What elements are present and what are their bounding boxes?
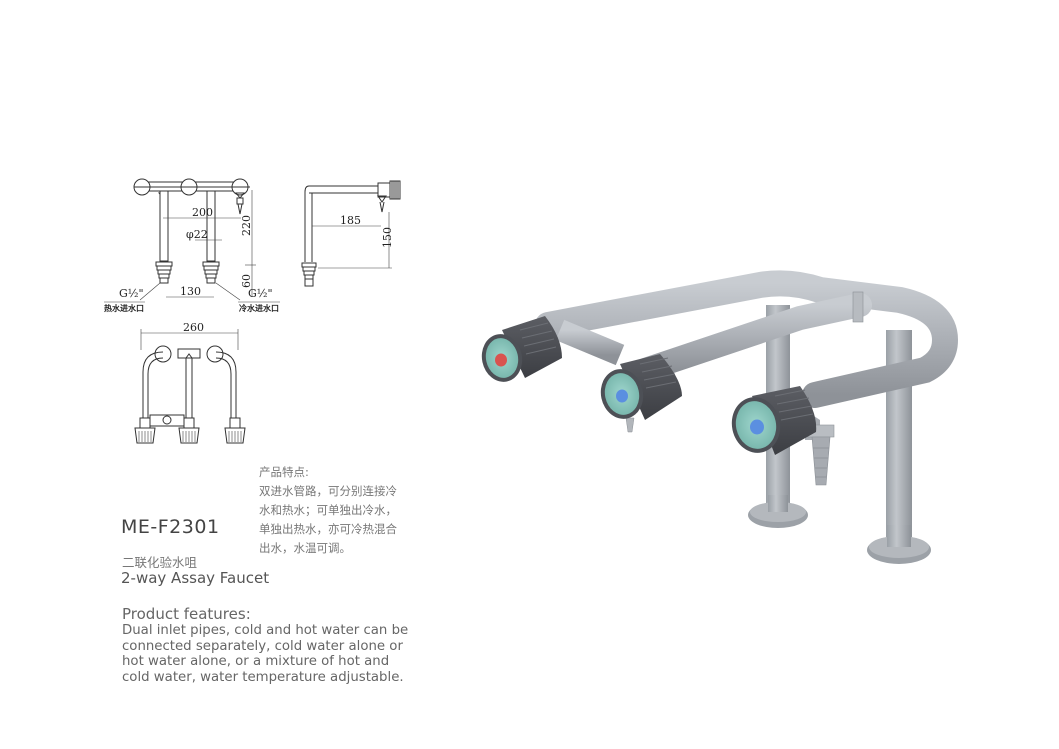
top-view: 260 (134, 321, 246, 444)
features-cn: 产品特点: 双进水管路，可分别连接冷 水和热水；可单独出冷水， 单独出热水，亦可… (259, 463, 439, 558)
features-en-line: Dual inlet pipes, cold and hot water can… (122, 623, 409, 638)
svg-text:130: 130 (180, 285, 201, 298)
hose-nozzle (807, 424, 835, 486)
product-name-cn: 二联化验水咀 (122, 555, 198, 570)
features-en-line: connected separately, cold water alone o… (122, 638, 403, 654)
svg-text:60: 60 (240, 274, 253, 288)
product-name-en: 2-way Assay Faucet (121, 569, 270, 587)
features-cn-line: 出水，水温可调。 (259, 541, 351, 555)
hot-indicator-icon (495, 353, 507, 367)
svg-text:150: 150 (381, 227, 394, 248)
cold-indicator-icon (616, 389, 628, 403)
front-view: 200 φ22 220 60 130 G½" G½" 热水进水口 冷水进水口 (104, 178, 280, 313)
small-nozzle (625, 417, 635, 433)
svg-text:冷水进水口: 冷水进水口 (239, 303, 279, 313)
svg-text:φ22: φ22 (186, 228, 208, 241)
model-number: ME-F2301 (121, 516, 220, 538)
side-view: 185 150 (301, 180, 401, 287)
svg-text:200: 200 (192, 206, 213, 219)
svg-text:热水进水口: 热水进水口 (104, 303, 144, 313)
svg-text:185: 185 (340, 214, 361, 227)
svg-text:220: 220 (240, 215, 253, 236)
features-en-line: cold water, water temperature adjustable… (122, 669, 404, 685)
features-en: Product features: Dual inlet pipes, cold… (122, 606, 442, 685)
cold-water-handle-left[interactable] (596, 354, 682, 423)
cold-water-handle-right[interactable] (727, 386, 817, 457)
features-en-line: hot water alone, or a mixture of hot and (122, 654, 390, 670)
hot-water-handle[interactable] (477, 316, 562, 386)
features-cn-line: 单独出热水，亦可冷热混合 (259, 522, 397, 536)
features-cn-line: 水和热水；可单独出冷水， (259, 503, 397, 517)
svg-text:260: 260 (183, 321, 204, 334)
svg-text:G½": G½" (248, 287, 273, 300)
features-cn-title: 产品特点: (259, 465, 309, 479)
features-en-title: Product features: (122, 605, 251, 623)
features-cn-line: 双进水管路，可分别连接冷 (259, 484, 397, 498)
cold-indicator-icon (750, 419, 764, 435)
svg-text:G½": G½" (119, 287, 144, 300)
